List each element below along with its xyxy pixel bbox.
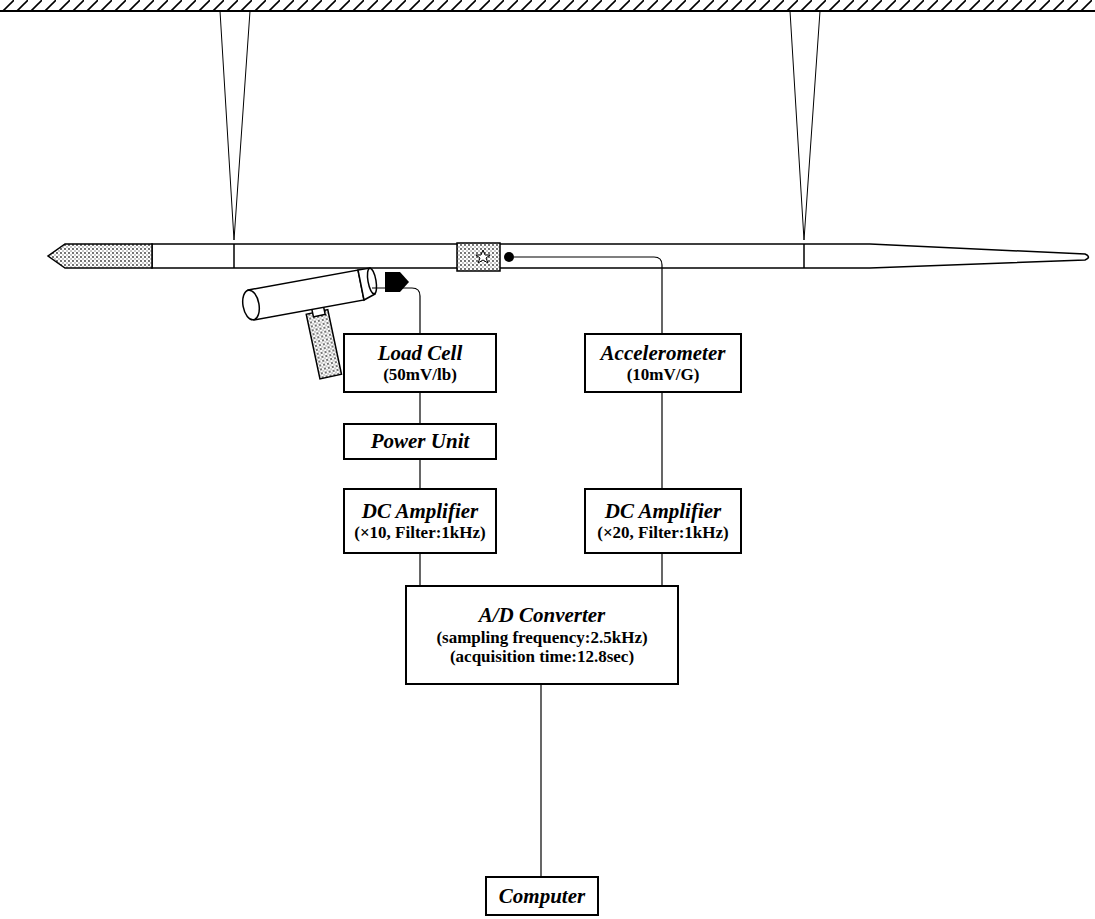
signal-wire — [661, 554, 662, 585]
signal-wire — [540, 685, 541, 876]
box-title: Power Unit — [371, 429, 470, 453]
amplifier-box: DC Amplifier(×10, Filter:1kHz) — [343, 488, 497, 554]
box-spec: (sampling frequency:2.5kHz) — [436, 628, 647, 648]
box-title: Load Cell — [378, 341, 463, 365]
suspension-strings — [220, 11, 820, 240]
box-title: DC Amplifier — [362, 499, 478, 523]
signal-wire — [419, 554, 420, 585]
box-spec: (×10, Filter:1kHz) — [354, 523, 485, 543]
sensor-cables — [372, 257, 662, 333]
box-title: DC Amplifier — [605, 499, 721, 523]
accelerometer-sensor — [457, 243, 514, 271]
sensor-box: Accelerometer(10mV/G) — [584, 333, 742, 393]
ceiling — [0, 0, 1095, 11]
box-spec: (×20, Filter:1kHz) — [597, 523, 728, 543]
box-spec: (acquisition time:12.8sec) — [450, 647, 634, 667]
signal-wire — [419, 393, 420, 423]
test-specimen-rod — [48, 244, 1089, 268]
amplifier-box: DC Amplifier(×20, Filter:1kHz) — [584, 488, 742, 554]
box-title: A/D Converter — [479, 603, 606, 627]
impact-arrow — [385, 272, 409, 292]
box-spec: (50mV/lb) — [383, 365, 457, 385]
box-spec: (10mV/G) — [627, 365, 700, 385]
signal-wire — [661, 393, 662, 488]
power-box: Power Unit — [343, 423, 497, 460]
signal-wire — [419, 460, 420, 488]
box-title: Accelerometer — [601, 341, 726, 365]
converter-box: A/D Converter(sampling frequency:2.5kHz)… — [405, 585, 679, 685]
box-title: Computer — [499, 884, 585, 908]
computer-box: Computer — [485, 876, 599, 916]
sensor-box: Load Cell(50mV/lb) — [343, 333, 497, 393]
